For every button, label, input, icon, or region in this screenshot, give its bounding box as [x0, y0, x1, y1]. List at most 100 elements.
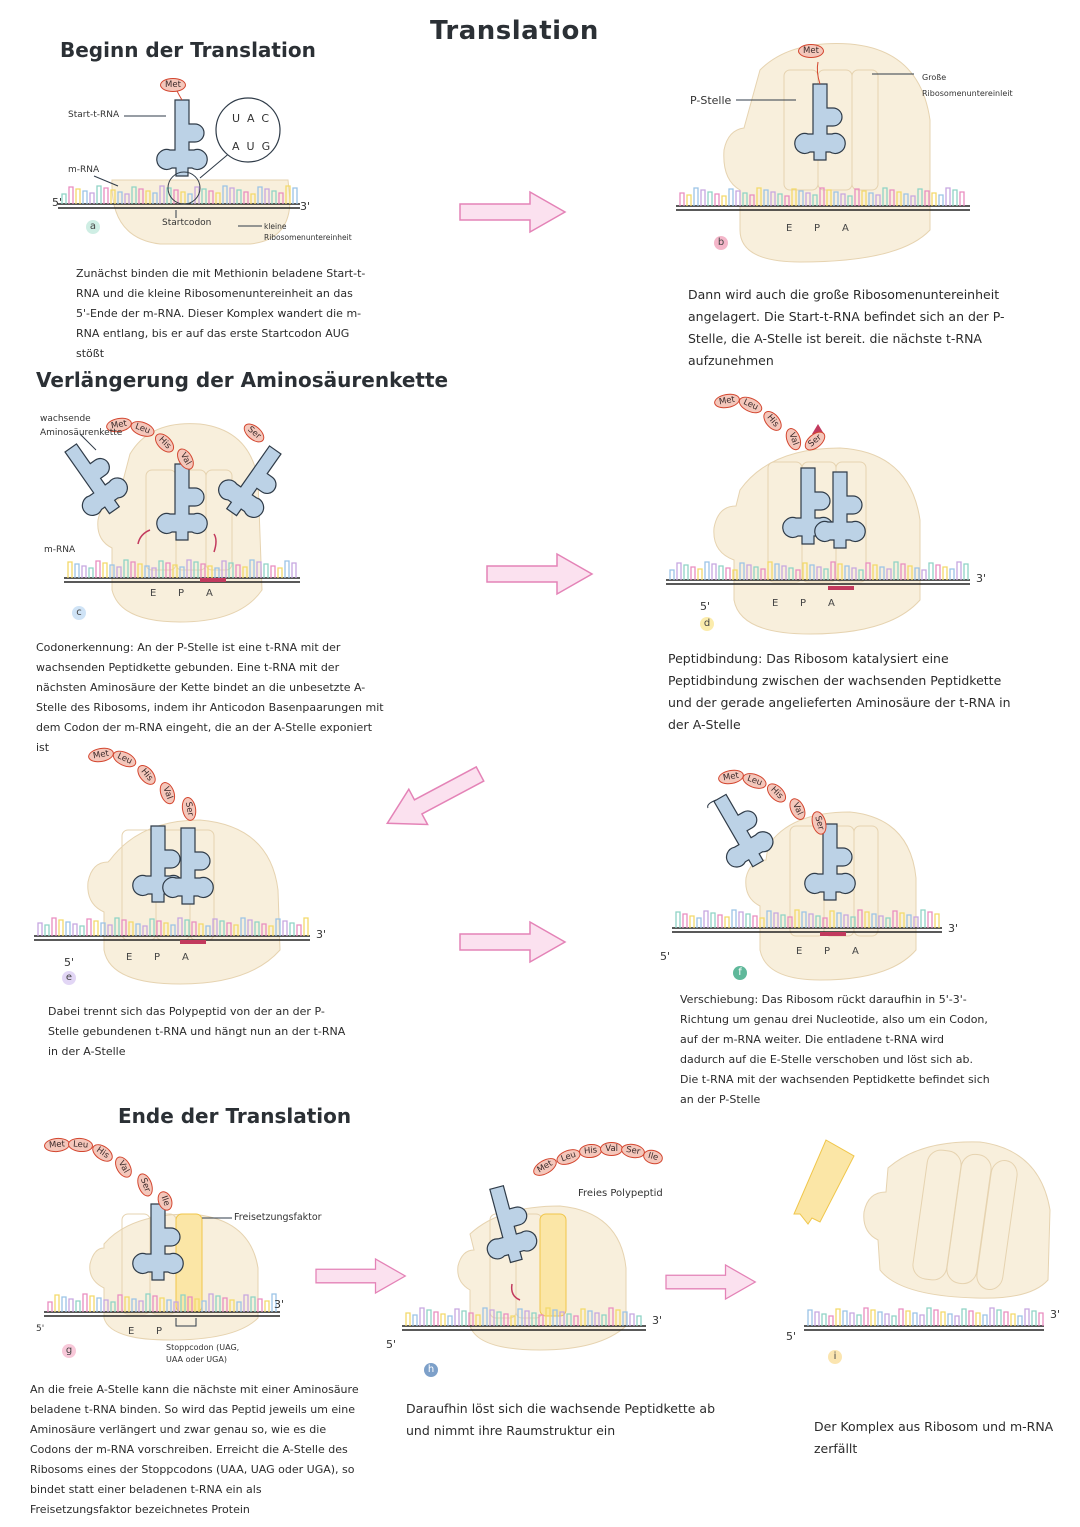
label-5prime: 5'	[36, 1324, 45, 1334]
nucleotide	[131, 186, 137, 204]
nucleotide	[503, 1313, 509, 1326]
nucleotide	[123, 559, 129, 578]
label-3prime: 3'	[976, 572, 987, 585]
nucleotide	[221, 560, 227, 578]
nucleotide	[794, 909, 800, 928]
nucleotide	[74, 563, 80, 578]
nucleotide	[291, 562, 297, 578]
anticodon-text: UAC	[232, 112, 277, 125]
nucleotide	[37, 922, 43, 936]
nucleotide	[131, 1298, 137, 1312]
nucleotide	[676, 562, 682, 580]
nucleotide	[879, 566, 885, 580]
nucleotide	[412, 1314, 418, 1326]
nucleotide	[531, 1312, 537, 1326]
nucleotide	[809, 564, 815, 580]
nucleotide	[868, 192, 874, 206]
nucleotide	[219, 920, 225, 936]
nucleotide	[81, 565, 87, 578]
mrna-strand	[676, 187, 970, 211]
nucleotide	[226, 922, 232, 936]
nucleotide	[587, 1310, 593, 1326]
nucleotide	[780, 914, 786, 928]
label-start-trna: Start-t-RNA	[68, 110, 120, 120]
panel-g-text: An die freie A-Stelle kann die nächste m…	[30, 1383, 359, 1516]
nucleotide	[214, 567, 220, 578]
nucleotide	[145, 1293, 151, 1312]
nucleotide	[931, 192, 937, 206]
nucleotide	[864, 911, 870, 928]
nucleotide	[886, 568, 892, 580]
nucleotide	[856, 1314, 862, 1326]
nucleotide	[849, 1312, 855, 1326]
nucleotide	[926, 1307, 932, 1326]
nucleotide	[124, 1296, 130, 1312]
nucleotide	[552, 1309, 558, 1326]
nucleotide	[180, 1294, 186, 1312]
nucleotide	[68, 186, 74, 204]
nucleotide	[975, 1312, 981, 1326]
nucleotide	[938, 194, 944, 206]
nucleotide	[912, 1312, 918, 1326]
step-badge-e: e	[62, 971, 76, 985]
panel-d-text: Peptidbindung: Das Ribosom katalysiert e…	[668, 651, 1011, 732]
nucleotide	[759, 917, 765, 928]
nucleotide	[821, 1313, 827, 1326]
nucleotide	[419, 1307, 425, 1326]
nucleotide	[837, 563, 843, 580]
step-badge-b: b	[714, 236, 728, 250]
nucleotide	[882, 187, 888, 206]
nucleotide	[885, 917, 891, 928]
nucleotide	[889, 189, 895, 206]
nucleotide	[788, 567, 794, 580]
nucleotide	[952, 189, 958, 206]
nucleotide	[828, 1315, 834, 1326]
nucleotide	[875, 194, 881, 206]
nucleotide	[454, 1308, 460, 1326]
nucleotide	[920, 909, 926, 928]
nucleotide	[746, 564, 752, 580]
label-3prime: 3'	[274, 1298, 285, 1311]
nucleotide	[145, 190, 151, 204]
nucleotide	[121, 919, 127, 936]
nucleotide	[559, 1311, 565, 1326]
nucleotide	[815, 915, 821, 928]
label-3prime: 3'	[300, 200, 311, 213]
nucleotide	[285, 185, 291, 204]
nucleotide	[447, 1315, 453, 1326]
step-badge-c: c	[72, 606, 86, 620]
nucleotide	[784, 195, 790, 206]
nucleotide	[704, 561, 710, 580]
nucleotide	[107, 924, 113, 936]
nucleotide	[898, 1308, 904, 1326]
nucleotide	[1031, 1310, 1037, 1326]
nucleotide	[892, 910, 898, 928]
nucleotide	[814, 1311, 820, 1326]
nucleotide	[75, 1300, 81, 1312]
nucleotide	[137, 563, 143, 578]
label-free-polypeptide: Freies Polypeptid	[578, 1188, 663, 1199]
nucleotide	[166, 187, 172, 204]
nucleotide	[151, 567, 157, 578]
nucleotide	[959, 191, 965, 206]
nucleotide	[405, 1312, 411, 1326]
nucleotide	[725, 567, 731, 580]
nucleotide	[807, 1309, 813, 1326]
nucleotide	[636, 1315, 642, 1326]
nucleotide	[718, 565, 724, 580]
nucleotide	[763, 189, 769, 206]
nucleotide	[205, 925, 211, 936]
nucleotide	[956, 561, 962, 580]
nucleotide	[693, 187, 699, 206]
nucleotide	[996, 1309, 1002, 1326]
nucleotide	[292, 187, 298, 204]
nucleotide	[296, 924, 302, 936]
nucleotide	[212, 918, 218, 936]
zoom-circle	[215, 97, 281, 163]
label-3prime: 3'	[948, 922, 959, 935]
nucleotide	[243, 1294, 249, 1312]
nucleotide	[124, 193, 130, 204]
